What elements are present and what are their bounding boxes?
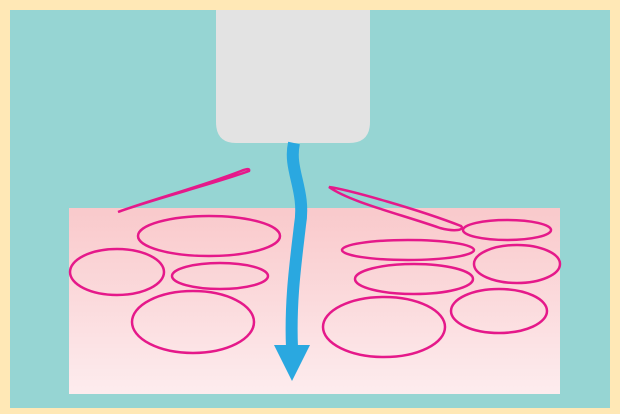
cell-outline [353, 262, 475, 296]
applicator-head-icon [216, 10, 370, 143]
cell-outline [449, 287, 549, 335]
cell-outline [130, 289, 256, 355]
cell-outline [321, 295, 447, 359]
downward-arrow-icon [285, 141, 308, 349]
cell-outline [170, 261, 270, 291]
skin-layer [69, 208, 560, 394]
arrow-head-icon [274, 345, 310, 381]
cell-outline [136, 214, 282, 258]
cell-outline [328, 185, 464, 232]
cell-outline [461, 218, 553, 242]
cell-outline [68, 247, 166, 297]
cell-outline [117, 167, 251, 214]
cell-outline [340, 238, 476, 262]
cell-outline [472, 243, 562, 285]
